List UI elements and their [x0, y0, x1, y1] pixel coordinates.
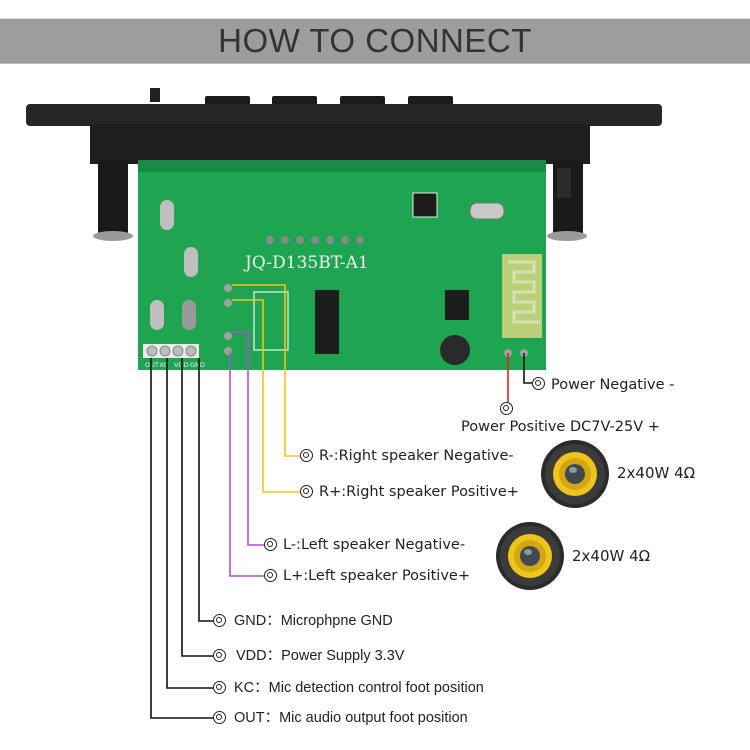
right-negative-terminal-icon	[300, 449, 313, 462]
right-positive-label: R+:Right speaker Positive+	[319, 484, 519, 500]
kc-label: KC：Mic detection control foot position	[234, 680, 484, 696]
right-positive-wire	[232, 299, 300, 493]
left-speaker-rating: 2x40W 4Ω	[572, 547, 651, 565]
pin-label-kc: KC	[160, 361, 169, 369]
left-positive-terminal-icon	[264, 569, 277, 582]
out-terminal-icon	[213, 711, 226, 724]
board-model-label: JQ-D135BT-A1	[243, 253, 369, 273]
power-positive-label: Power Positive DC7V-25V +	[461, 419, 660, 435]
pin-label-out: OUT	[145, 361, 159, 369]
right-negative-label: R-:Right speaker Negative-	[319, 448, 514, 464]
right-speaker-icon	[541, 440, 609, 508]
left-speaker-icon	[496, 522, 564, 590]
gnd-label: GND：Microphpne GND	[234, 613, 393, 629]
pcb-board	[138, 160, 571, 370]
power-negative-terminal-icon	[532, 377, 545, 390]
vdd-label: VDD：Power Supply 3.3V	[236, 648, 405, 664]
out-label: OUT：Mic audio output foot position	[234, 710, 468, 726]
left-negative-label: L-:Left speaker Negative-	[283, 537, 466, 553]
out-wire	[150, 358, 213, 719]
power-negative-wire	[523, 353, 532, 384]
title-banner: HOW TO CONNECT	[0, 18, 750, 64]
vdd-terminal-icon	[213, 649, 226, 662]
left-negative-terminal-icon	[264, 538, 277, 551]
power-negative-label: Power Negative -	[551, 377, 675, 393]
kc-terminal-icon	[213, 681, 226, 694]
power-positive-terminal-icon	[500, 402, 513, 415]
left-negative-wire	[232, 331, 264, 546]
vdd-wire	[181, 358, 213, 657]
right-negative-wire	[232, 284, 300, 457]
page-title: HOW TO CONNECT	[218, 22, 532, 59]
gnd-terminal-icon	[213, 614, 226, 627]
right-speaker-rating: 2x40W 4Ω	[617, 464, 696, 482]
gnd-wire	[198, 358, 213, 622]
right-positive-terminal-icon	[300, 485, 313, 498]
kc-wire	[166, 358, 213, 689]
pin-label-gnd: GND	[190, 361, 205, 369]
mic-pin-labels: OUT KC VDD GND	[145, 361, 205, 369]
left-positive-label: L+:Left speaker Positive+	[283, 568, 470, 584]
left-positive-wire	[229, 351, 264, 577]
